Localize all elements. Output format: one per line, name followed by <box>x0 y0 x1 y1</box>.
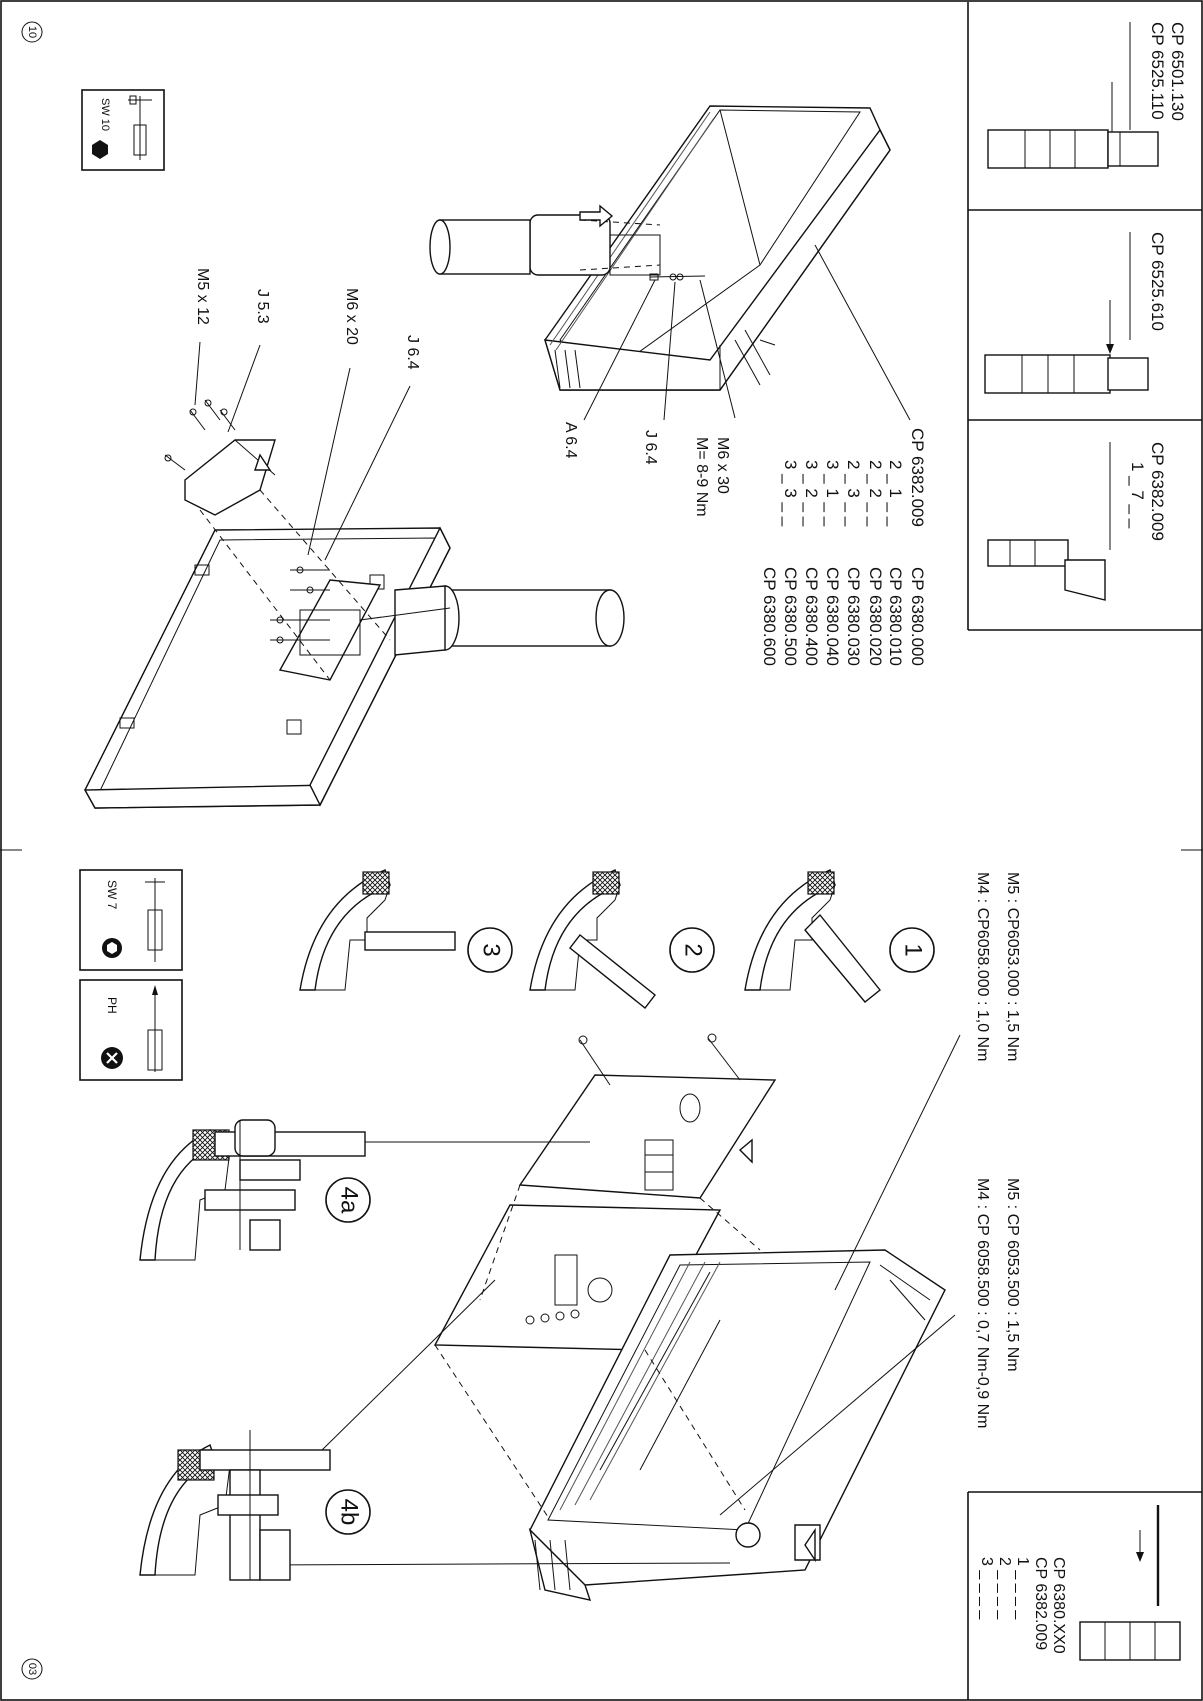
variant-panel-1: CP 6501.130 CP 6525.110 <box>987 22 1187 169</box>
detail-4b-label: 4b <box>336 1499 363 1526</box>
lower-legend-box: CP 6380.XX0 CP 6382.009 1 _ _ _ _ 2 _ _ … <box>967 1491 1202 1700</box>
variant-panel-3-line1: CP 6382.009 <box>1148 442 1167 541</box>
socket-wrench-icon <box>128 95 152 160</box>
tool-sw7-label: SW 7 <box>105 880 119 910</box>
variant-part-7: CP 6380.500 <box>781 567 800 666</box>
detail-4a-badge <box>325 1177 371 1223</box>
variant-panel-3: CP 6382.009 1 _ 7 _ _ <box>987 442 1167 601</box>
variant-part-6: CP 6380.400 <box>802 567 821 666</box>
variant-panel-2: CP 6525.610 <box>984 232 1167 394</box>
variant-part-2: CP 6380.010 <box>886 567 905 666</box>
step-1-label: 1 <box>900 943 927 956</box>
variant-part-8: CP 6380.600 <box>760 567 779 666</box>
step-3-label: 3 <box>478 943 505 956</box>
step-3-badge <box>467 927 513 973</box>
tool-box-sw10: SW 10 <box>81 89 165 171</box>
step-2-label: 2 <box>680 943 707 956</box>
svg-text:10: 10 <box>26 26 38 38</box>
legend-code-3: 3 _ _ _ _ <box>978 1557 995 1620</box>
torque-line-2: M4 : CP6058.000 : 1,0 Nm <box>974 872 991 1061</box>
detail-4a-label: 4a <box>336 1187 363 1214</box>
screw-m6x30-label: M6 x 30 <box>714 437 731 494</box>
variant-panel-3-line2: 1 _ 7 _ _ <box>1128 462 1147 529</box>
housing-rear-view <box>429 105 911 421</box>
variant-part-4: CP 6380.030 <box>844 567 863 666</box>
detail-4b: 4b <box>139 1430 371 1581</box>
upper-fastener-labels: M6 x 30 M= 8-9 Nm J 6.4 A 6.4 J 6.4 M6 x… <box>194 268 731 517</box>
variant-part-3: CP 6380.020 <box>866 567 885 666</box>
tool-sw10-label: SW 10 <box>99 98 111 131</box>
washer-j64-label: J 6.4 <box>642 430 659 465</box>
legend-line-2: CP 6382.009 <box>1032 1557 1049 1650</box>
legend-code-2: 2 _ _ _ _ <box>996 1557 1013 1620</box>
variant-panel-2-line1: CP 6525.610 <box>1148 232 1167 331</box>
tool-box-ph: PH <box>79 979 183 1081</box>
variant-code-3: 2 _ 3 _ _ <box>844 460 863 527</box>
upper-housing-part-list: CP 6382.009 2 _ 1 _ _ 2 _ 2 _ _ 2 _ 3 _ … <box>760 428 927 666</box>
step-profiles: 1 2 3 <box>299 869 935 1009</box>
variant-code-5: 3 _ 2 _ _ <box>802 460 821 527</box>
housing-lower-assembly <box>255 1033 961 1601</box>
variant-code-1: 2 _ 1 _ _ <box>886 460 905 527</box>
socket-wrench-icon <box>145 878 165 962</box>
detail-4a: 4a <box>139 1119 371 1261</box>
washer-j53-label: J 5.3 <box>254 289 271 324</box>
step-3-profile: 3 <box>299 869 513 991</box>
screw-m5x12-label: M5 x 12 <box>194 268 211 325</box>
variant-code-4: 3 _ 1 _ _ <box>823 460 842 527</box>
step-2-profile: 2 <box>529 869 715 1009</box>
variant-code-2: 2 _ 2 _ _ <box>866 460 885 527</box>
torque-label: M= 8-9 Nm <box>693 437 710 517</box>
upper-housing-part: CP 6382.009 <box>908 428 927 527</box>
legend-line-1: CP 6380.XX0 <box>1050 1557 1067 1654</box>
page-number-bottom: 03 <box>21 1658 43 1680</box>
screwdriver-icon <box>147 985 163 1072</box>
washer-j64-upper-label: J 6.4 <box>404 335 421 370</box>
variant-panels: CP 6501.130 CP 6525.110 CP 6525.610 <box>967 2 1202 631</box>
variant-code-6: 3 _ 3 _ _ <box>781 460 800 527</box>
torque-line-4: M4 : CP 6058.500 : 0,7 Nm-0,9 Nm <box>974 1178 991 1428</box>
torque-line-3: M5 : CP 6053.500 : 1,5 Nm <box>1004 1178 1021 1372</box>
screw-m6x20-label: M6 x 20 <box>343 288 360 345</box>
washer-a64-label: A 6.4 <box>562 422 579 459</box>
variant-part-5: CP 6380.040 <box>823 567 842 666</box>
variant-part-1: CP 6380.000 <box>908 567 927 666</box>
detail-4b-badge <box>325 1489 371 1535</box>
svg-text:03: 03 <box>26 1663 38 1675</box>
legend-code-1: 1 _ _ _ _ <box>1014 1557 1031 1620</box>
step-1-badge <box>889 927 935 973</box>
variant-panel-1-line1: CP 6501.130 <box>1168 22 1187 121</box>
variant-panel-1-line2: CP 6525.110 <box>1148 22 1167 120</box>
torque-line-1: M5 : CP6053.000 : 1,5 Nm <box>1004 872 1021 1061</box>
tool-box-sw7: SW 7 <box>79 869 183 971</box>
torque-specs: M5 : CP6053.000 : 1,5 Nm M4 : CP6058.000… <box>974 872 1021 1428</box>
step-1-profile: 1 <box>744 869 935 1003</box>
tool-ph-label: PH <box>105 997 119 1014</box>
hex-nut-icon <box>92 140 108 159</box>
housing-front-view <box>83 341 625 809</box>
step-2-badge <box>669 927 715 973</box>
page-number-top: 10 <box>21 21 43 43</box>
